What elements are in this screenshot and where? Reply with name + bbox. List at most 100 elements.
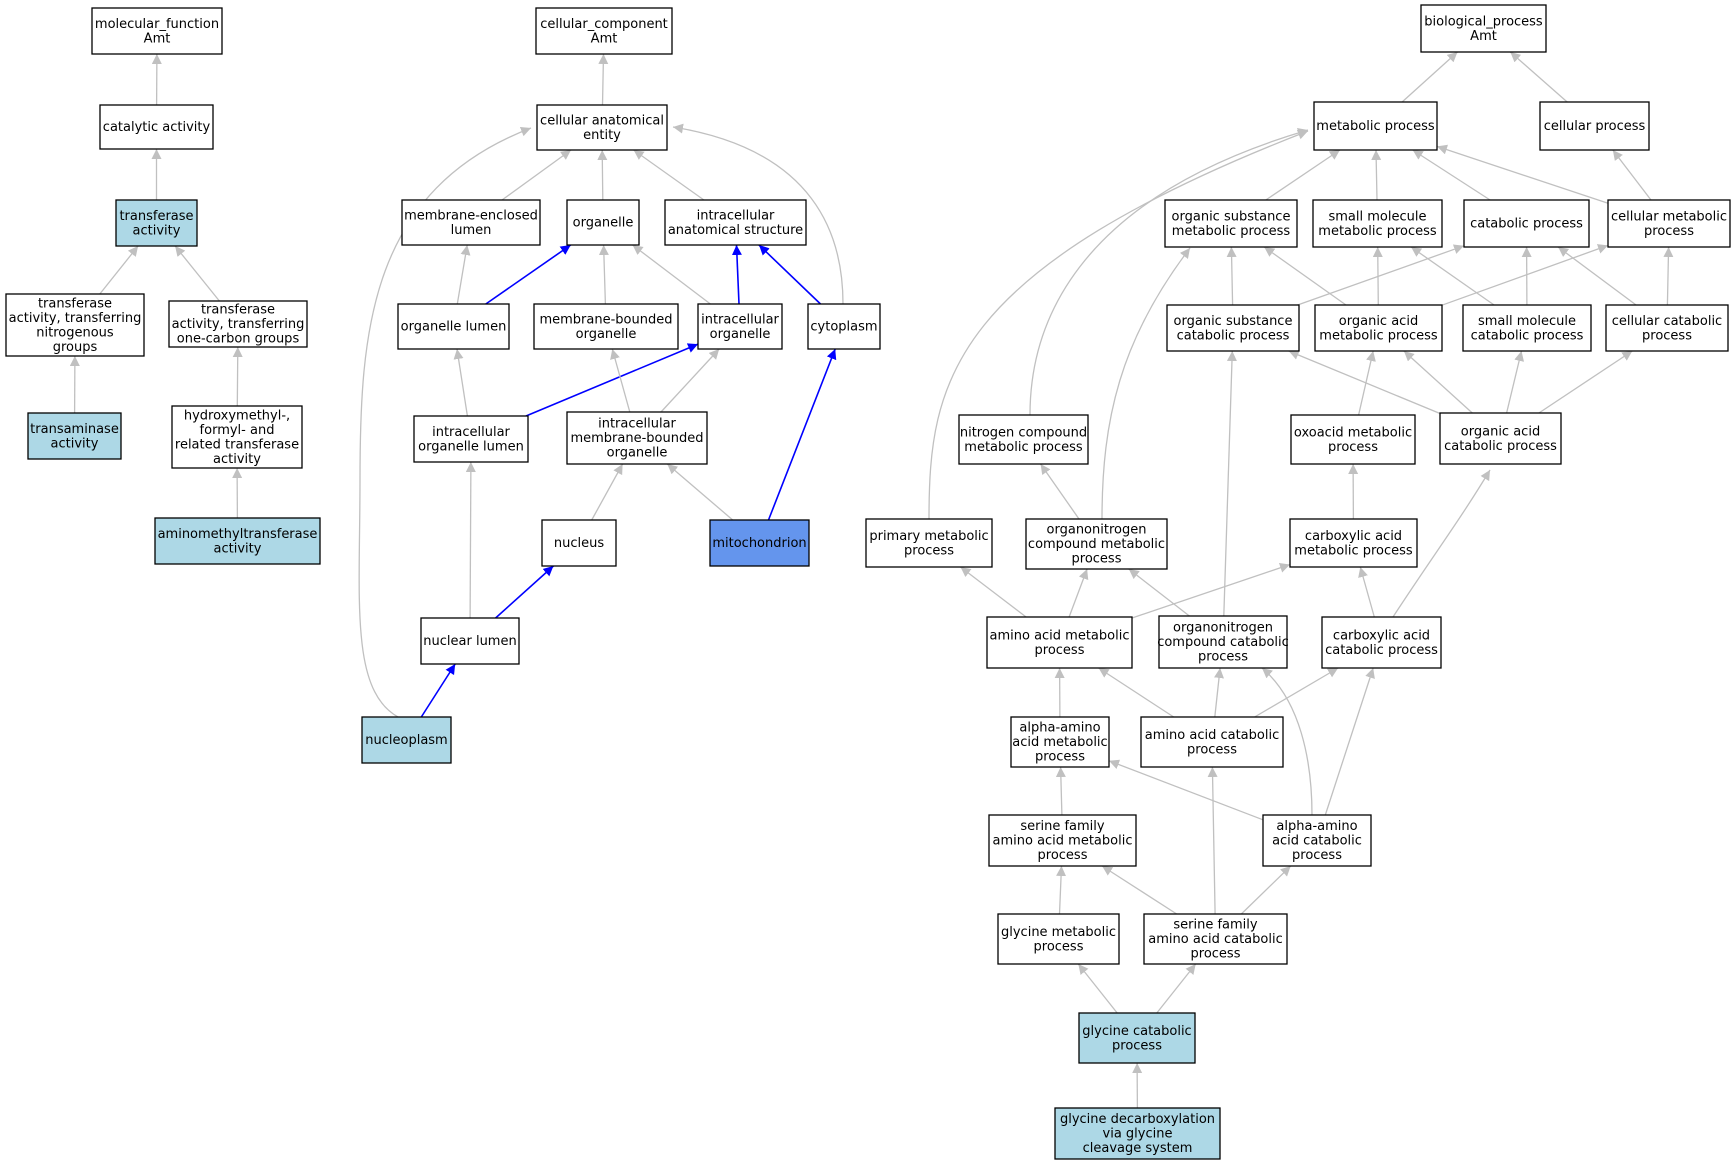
term-label-line: nuclear lumen	[423, 634, 516, 649]
term-box	[1321, 616, 1442, 669]
edge-aamp-to-camp	[1131, 562, 1291, 619]
term-label-line: molecular_function	[95, 17, 219, 32]
edge-catabolic-to-metabolic	[1412, 149, 1491, 201]
edge-aacp-to-aamp	[1098, 667, 1175, 718]
edge-alpha_cp-to-alpha_mp	[1108, 759, 1264, 821]
term-label-line: process	[1191, 947, 1241, 962]
term-box	[1166, 304, 1300, 352]
term-label-line: cellular catabolic	[1612, 314, 1722, 329]
term-box	[1025, 518, 1168, 570]
go-term-node-metabolic[interactable]: metabolic process	[1313, 101, 1438, 151]
term-label-line: process	[1328, 440, 1378, 455]
edge-oncmp-to-ncmp	[1040, 463, 1080, 520]
term-label-line: amino acid metabolic	[993, 834, 1133, 849]
term-label-line: Amt	[1470, 29, 1497, 44]
term-label-line: related transferase	[175, 437, 299, 452]
go-term-node-catabolic[interactable]: catabolic process	[1463, 199, 1590, 248]
edge-cae-to-cc_root	[598, 53, 609, 106]
edge-iol-to-io	[525, 343, 699, 417]
go-term-node-catalytic[interactable]: catalytic activity	[99, 104, 214, 150]
term-label-line: transferase	[38, 296, 112, 311]
term-box	[420, 617, 520, 665]
go-term-node-cytoplasm[interactable]: cytoplasm	[807, 303, 881, 350]
term-label-line: activity	[51, 436, 99, 451]
term-label-line: organonitrogen	[1047, 523, 1147, 538]
term-label-line: organic substance	[1174, 314, 1293, 329]
edge-imbo-to-io	[660, 348, 720, 413]
term-label-line: catabolic process	[1444, 439, 1557, 454]
edge-cytoplasm-to-ias	[758, 244, 822, 305]
term-label-line: transferase	[201, 303, 275, 318]
term-label-line: nitrogen compound	[960, 425, 1087, 440]
term-box	[1262, 814, 1372, 867]
term-box	[1312, 199, 1443, 248]
go-term-node-nucleus[interactable]: nucleus	[541, 519, 617, 567]
term-box	[1140, 716, 1284, 768]
term-label-line: amino acid catabolic	[1148, 932, 1282, 947]
edge-tr_nitro-to-transferase	[99, 245, 139, 295]
term-box	[541, 519, 617, 567]
go-term-node-org-lumen[interactable]: organelle lumen	[397, 303, 510, 350]
term-label-line: compound catabolic	[1157, 635, 1289, 650]
term-box	[986, 616, 1133, 669]
edge-oacp-to-smcp	[1505, 350, 1525, 414]
term-label-line: nucleus	[554, 536, 604, 551]
go-term-node-organelle[interactable]: organelle	[566, 199, 640, 246]
go-term-node-nucleoplasm[interactable]: nucleoplasm	[361, 716, 452, 764]
term-box	[171, 405, 303, 469]
go-term-node-cellular-proc[interactable]: cellular process	[1539, 101, 1650, 151]
edge-ncmp-to-metabolic	[1029, 128, 1309, 416]
edge-oamp-to-cmp	[1441, 244, 1609, 306]
edge-pmp-to-metabolic	[928, 129, 1309, 520]
edge-organelle-to-cae	[597, 149, 608, 201]
term-label-line: process	[1034, 939, 1084, 954]
term-label-line: organic acid	[1461, 424, 1540, 439]
edge-aacp-to-cacp	[1254, 667, 1339, 718]
go-term-node-mito[interactable]: mitochondrion	[709, 519, 810, 567]
go-term-node-nuc-lumen[interactable]: nuclear lumen	[420, 617, 520, 665]
edge-hydroxymethyl-to-tr_onec	[232, 346, 243, 407]
term-label-line: process	[1112, 1038, 1162, 1053]
